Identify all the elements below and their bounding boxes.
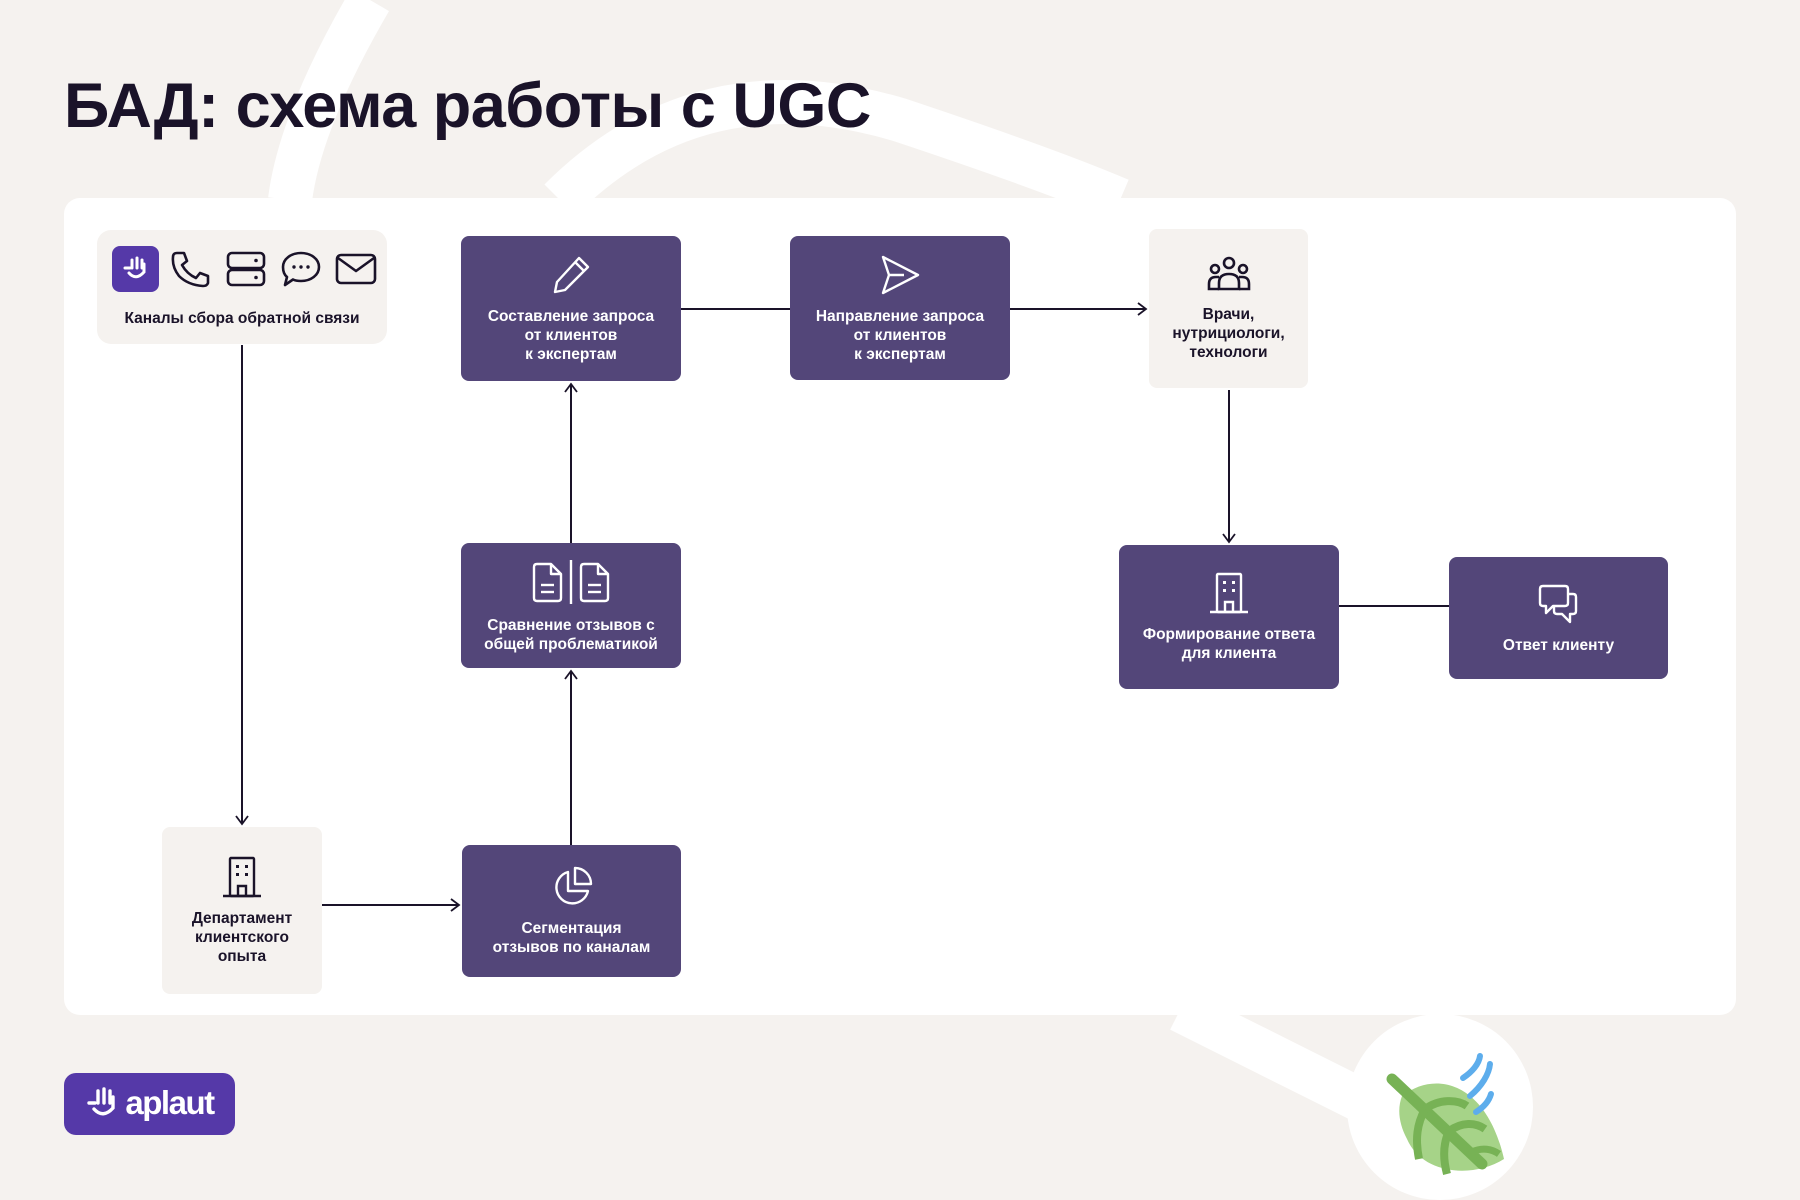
aplaut-logo-text: aplaut [125, 1083, 215, 1121]
form-answer-node[interactable]: Формирование ответа для клиента [1119, 545, 1339, 689]
aplaut-icon [112, 246, 159, 292]
compare-reviews-label: Сравнение отзывов с общей проблематикой [484, 616, 658, 653]
documents-compare-icon [532, 559, 610, 604]
compose-request-label: Составление запроса от клиентов к экспер… [487, 308, 655, 363]
feedback-channels-label: Каналы сбора обратной связи [124, 310, 360, 327]
form-answer-label: Формирование ответа для клиента [1142, 626, 1316, 662]
leaf-badge [1347, 1014, 1533, 1200]
mail-icon [333, 251, 379, 287]
building-icon [1210, 572, 1248, 614]
server-icon [223, 251, 269, 287]
chat-bubble-icon [278, 251, 324, 287]
feedback-channels-node[interactable]: Каналы сбора обратной связи [97, 230, 387, 344]
send-request-node[interactable]: Направление запроса от клиентов к экспер… [790, 236, 1010, 380]
pencil-icon [553, 256, 590, 294]
segmentation-label: Сегментация отзывов по каналам [492, 920, 651, 956]
leaf-fluttering-in-wind-icon [1386, 1053, 1504, 1176]
cx-department-label: Департамент клиентского опыта [191, 910, 293, 965]
page-title: БАД: схема работы с UGC [64, 71, 871, 141]
segmentation-node[interactable]: Сегментация отзывов по каналам [462, 845, 681, 977]
send-request-label: Направление запроса от клиентов к экспер… [815, 307, 985, 363]
phone-icon [168, 251, 214, 288]
building-icon [223, 856, 261, 898]
chat-bubbles-icon [1538, 584, 1577, 623]
aplaut-logo: aplaut [64, 1073, 235, 1135]
channel-icons [112, 246, 379, 292]
experts-label: Врачи, нутрициологи, технологи [1172, 306, 1285, 361]
compare-reviews-node[interactable]: Сравнение отзывов с общей проблематикой [461, 543, 681, 668]
users-icon [1207, 256, 1250, 291]
pie-chart-icon [554, 866, 592, 905]
compose-request-node[interactable]: Составление запроса от клиентов к экспер… [461, 236, 681, 381]
send-icon [881, 255, 920, 294]
experts-node[interactable]: Врачи, нутрициологи, технологи [1149, 229, 1308, 388]
answer-client-label: Ответ клиенту [1502, 636, 1615, 654]
answer-client-node[interactable]: Ответ клиенту [1449, 557, 1668, 679]
cx-department-node[interactable]: Департамент клиентского опыта [162, 827, 322, 994]
aplaut-hand-icon [87, 1087, 116, 1116]
